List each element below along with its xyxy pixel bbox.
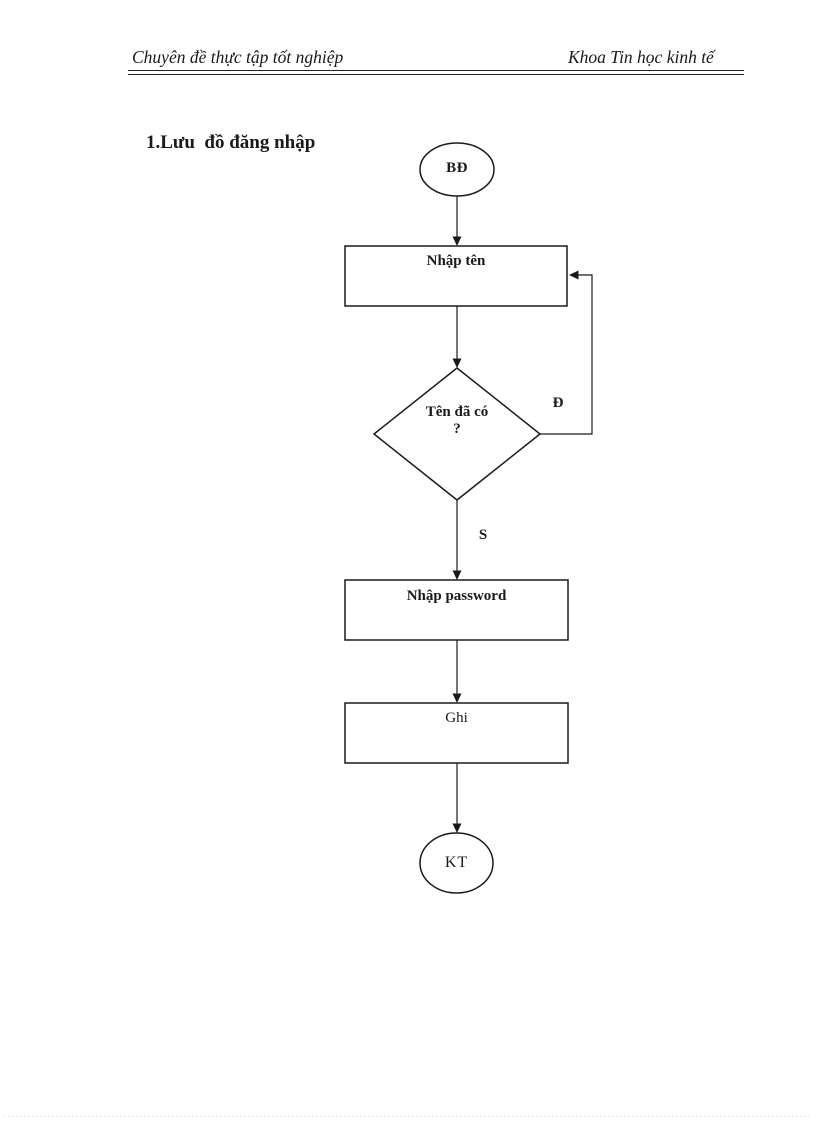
decision-label: Tên đã có ? bbox=[374, 404, 540, 438]
header-left-text: Chuyên đề thực tập tốt nghiệp bbox=[132, 47, 344, 67]
edge-input-password-to-write bbox=[452, 640, 462, 703]
edge-write-to-end bbox=[452, 763, 462, 833]
input-password-label: Nhập password bbox=[406, 588, 507, 604]
branch-no-label: S bbox=[478, 527, 488, 543]
arrowhead-icon bbox=[452, 236, 462, 246]
footer-dotted-rule bbox=[4, 1116, 812, 1117]
node-end-terminator bbox=[419, 832, 494, 894]
decision-label-line1: Tên đã có bbox=[425, 404, 489, 420]
header-double-rule bbox=[128, 70, 744, 75]
section-title: 1.Lưu đồ đăng nhập bbox=[146, 132, 316, 153]
edge-start-to-input-name bbox=[452, 196, 462, 246]
edge-line bbox=[540, 274, 593, 435]
header-right-text: Khoa Tin học kinh tế bbox=[568, 47, 714, 67]
write-label: Ghi bbox=[445, 710, 468, 726]
branch-yes-label: Đ bbox=[552, 395, 564, 411]
node-input-name-box bbox=[344, 245, 568, 307]
edge-decision-loop-to-input-name bbox=[540, 270, 593, 435]
arrowhead-icon bbox=[452, 358, 462, 368]
arrowhead-icon bbox=[452, 570, 462, 580]
end-node-label: KT bbox=[444, 853, 469, 871]
edge-input-name-to-decision bbox=[452, 306, 462, 368]
input-name-label: Nhập tên bbox=[426, 253, 486, 269]
edge-decision-to-input-password bbox=[452, 500, 462, 580]
decision-label-line2: ? bbox=[453, 421, 461, 437]
arrowhead-icon bbox=[569, 270, 579, 280]
arrowhead-icon bbox=[452, 823, 462, 833]
start-node-label: BĐ bbox=[446, 159, 468, 176]
arrowhead-icon bbox=[452, 693, 462, 703]
